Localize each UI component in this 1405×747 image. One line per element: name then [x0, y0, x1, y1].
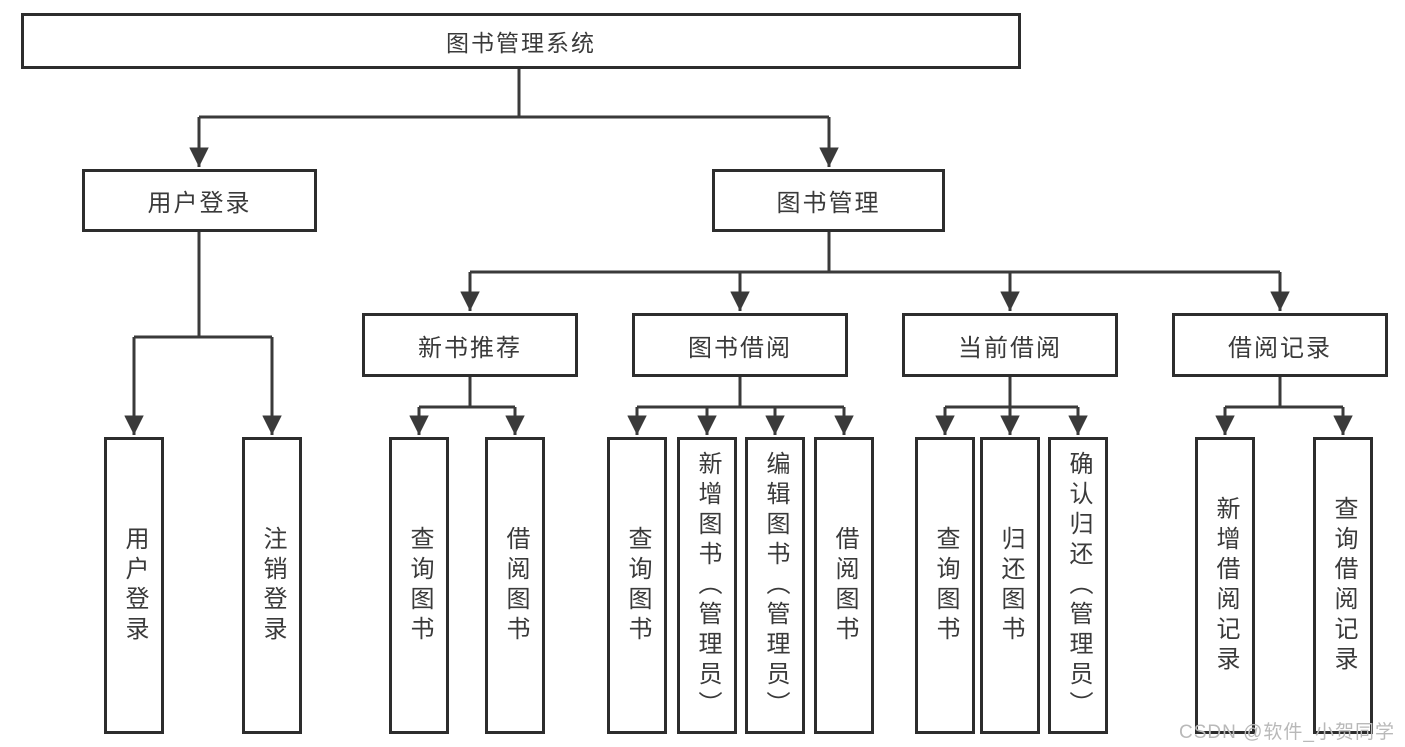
connector-book-mgmt-to-level3: [460, 232, 1290, 311]
node-user-login-leaf: 用户登录: [104, 437, 164, 734]
connector-user-login-children: [124, 232, 282, 435]
node-logout: 注销登录: [242, 437, 302, 734]
node-query-books-2: 查询图书: [607, 437, 667, 734]
node-return-books: 归还图书: [980, 437, 1040, 734]
node-label: 注销登录: [259, 525, 286, 646]
node-borrow-records: 借阅记录: [1172, 313, 1388, 377]
node-book-management: 图书管理: [712, 169, 945, 232]
connector-book-borrow-children: [627, 377, 854, 435]
csdn-watermark: CSDN @软件_小贺同学: [1179, 722, 1395, 743]
node-confirm-return-admin: 确认归还（管理员）: [1048, 437, 1108, 734]
node-label: 图书管理: [776, 190, 881, 217]
node-add-books-admin: 新增图书（管理员）: [677, 437, 737, 734]
node-query-books-1: 查询图书: [389, 437, 449, 734]
node-label: 归还图书: [997, 525, 1024, 646]
node-label: 用户登录: [121, 525, 148, 646]
node-label: 借阅图书: [502, 525, 529, 646]
node-user-login: 用户登录: [82, 169, 317, 232]
node-label: 用户登录: [147, 190, 252, 217]
node-book-borrow: 图书借阅: [632, 313, 848, 377]
node-label: 查询图书: [406, 525, 433, 646]
connector-current-borrow-children: [935, 377, 1088, 435]
node-borrow-books-1: 借阅图书: [485, 437, 545, 734]
node-label: 新增借阅记录: [1212, 495, 1239, 676]
node-label: 查询借阅记录: [1330, 495, 1357, 676]
node-label: 图书借阅: [688, 334, 792, 362]
node-label: 确认归还（管理员）: [1065, 450, 1092, 721]
connector-borrow-records-children: [1215, 377, 1353, 435]
node-library-management-system: 图书管理系统: [21, 13, 1021, 69]
node-label: 新书推荐: [418, 334, 522, 362]
node-label: 当前借阅: [958, 334, 1062, 362]
node-current-borrow: 当前借阅: [902, 313, 1118, 377]
node-label: 借阅图书: [831, 525, 858, 646]
connector-root-to-level2: [189, 69, 839, 167]
node-edit-books-admin: 编辑图书（管理员）: [745, 437, 805, 734]
node-label: 编辑图书（管理员）: [762, 450, 789, 721]
node-label: 借阅记录: [1228, 334, 1332, 362]
connector-new-book-children: [409, 377, 525, 435]
node-borrow-books-2: 借阅图书: [814, 437, 874, 734]
node-query-borrow-record: 查询借阅记录: [1313, 437, 1373, 734]
node-add-borrow-record: 新增借阅记录: [1195, 437, 1255, 734]
node-query-books-3: 查询图书: [915, 437, 975, 734]
node-new-book-recommend: 新书推荐: [362, 313, 578, 377]
node-label: 新增图书（管理员）: [694, 450, 721, 721]
node-label: 图书管理系统: [446, 30, 596, 56]
node-label: 查询图书: [932, 525, 959, 646]
node-label: 查询图书: [624, 525, 651, 646]
